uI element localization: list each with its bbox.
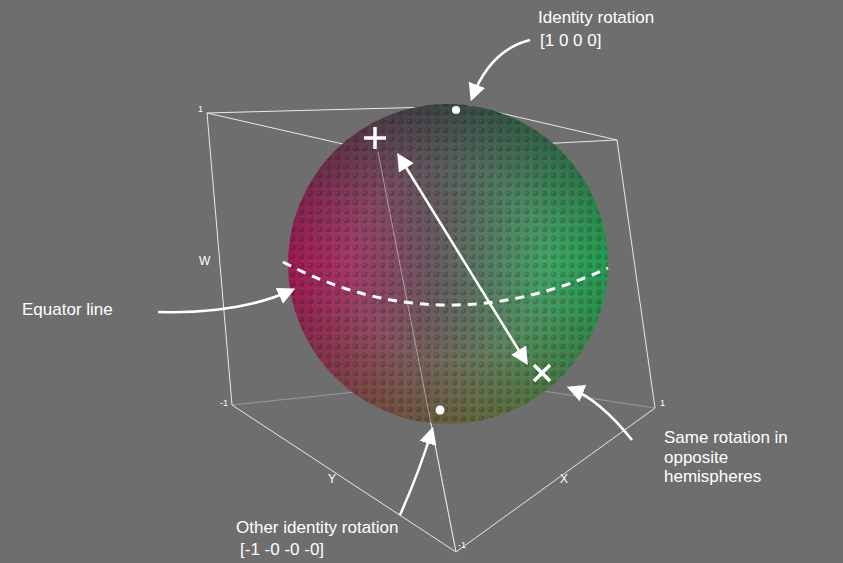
tick-label: -1 (458, 540, 466, 550)
tick-label: 1 (660, 398, 665, 408)
quaternion-sphere (288, 104, 608, 424)
callout-label: Identity rotation (538, 8, 654, 28)
leader-arrows (158, 40, 632, 515)
equator-line (283, 262, 608, 305)
axis-label: W (199, 255, 210, 269)
callout-label: Other identity rotation (236, 518, 399, 538)
callout-label: Equator line (22, 300, 113, 320)
plus-marker (364, 127, 386, 149)
cross-marker (534, 365, 550, 381)
axis-label: Y (328, 473, 336, 487)
tick-label: -1 (220, 398, 228, 408)
cube-edge (378, 152, 456, 552)
quaternion-value: [-1 -0 -0 -0] (240, 540, 324, 560)
axis-label: X (560, 473, 568, 487)
quaternion-value: [1 0 0 0] (540, 31, 601, 51)
identity-dot (452, 106, 460, 114)
tick-label: 1 (198, 104, 203, 114)
identity-dot (436, 406, 445, 415)
double-arrow (399, 156, 526, 362)
callout-label: Same rotation in opposite hemispheres (664, 428, 814, 487)
